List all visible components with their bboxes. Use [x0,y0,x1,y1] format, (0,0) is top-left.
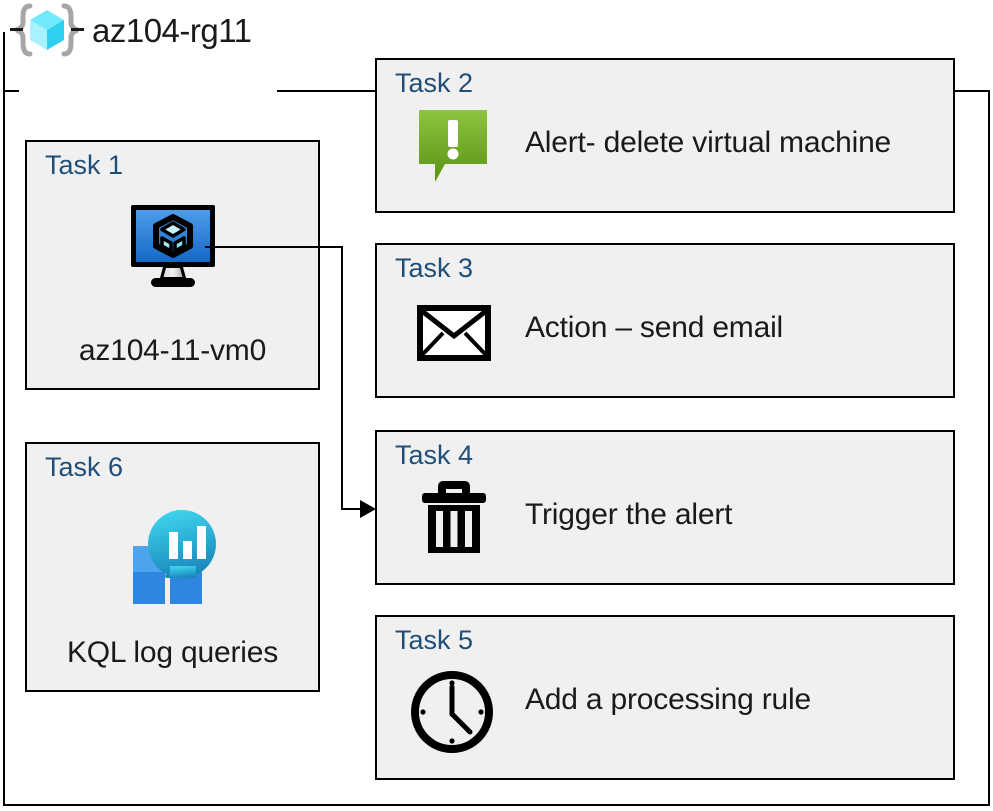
resource-group-border-bottom [3,804,990,806]
resource-group-border-right [988,90,990,806]
task5-label: Task 5 [395,625,474,655]
task-box-task6[interactable]: Task 6 KQL log queries [25,442,320,692]
task-box-task3[interactable]: Task 3 Action – send email [375,243,955,398]
task5-caption: Add a processing rule [525,683,811,716]
task-box-task4[interactable]: Task 4 Trigger the alert [375,430,955,585]
task3-caption: Action – send email [525,311,784,344]
resource-group-cube-icon [10,3,84,57]
envelope-icon [417,305,491,361]
trash-icon [422,481,486,553]
alert-callout-icon [419,110,487,182]
task3-label: Task 3 [395,253,474,283]
resource-group-title: az104-rg11 [10,2,252,58]
task1-caption: az104-11-vm0 [78,334,267,367]
task1-label: Task 1 [45,150,124,180]
connector-arrowhead-icon [360,500,376,518]
connector-segment-vertical [341,246,343,510]
task4-caption: Trigger the alert [525,498,733,531]
connector-segment-horizontal-top [205,246,343,248]
log-analytics-icon [132,510,216,604]
task-box-task1[interactable]: Task 1 [25,140,320,390]
task6-label: Task 6 [45,452,124,482]
connector-segment-horizontal-bottom [341,508,365,510]
task-box-task5[interactable]: Task 5 Add a processing rule [375,615,955,780]
task4-label: Task 4 [395,440,474,470]
task6-caption: KQL log queries [66,636,278,669]
task2-label: Task 2 [395,68,474,98]
resource-group-border-left [3,32,5,806]
task2-caption: Alert- delete virtual machine [525,126,892,159]
resource-group-name: az104-rg11 [92,11,252,49]
task-box-task2[interactable]: Task 2 Alert- delete virtual machine [375,58,955,213]
clock-icon [411,671,493,753]
virtual-machine-icon [130,205,215,287]
resource-group-border-top-left [3,90,19,92]
